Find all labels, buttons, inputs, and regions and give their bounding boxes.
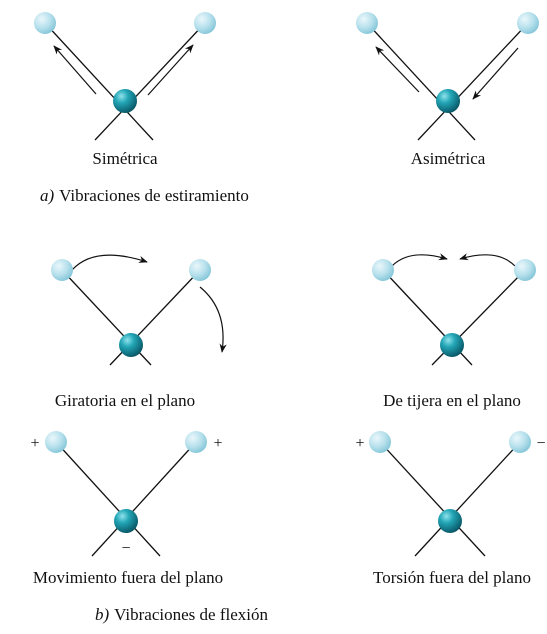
mode-label-twisting: Torsión fuera del plano: [373, 568, 531, 587]
section-b-caption: b)Vibraciones de flexión: [95, 605, 268, 624]
scissor-arrow-left: [391, 253, 448, 267]
outer-atom: [356, 12, 378, 34]
sign-plus-left: +: [355, 435, 364, 452]
sign-plus-right: +: [213, 435, 222, 452]
wagging-figure: + + − Movimiento fuera del plano: [30, 431, 223, 587]
outer-atom: [45, 431, 67, 453]
asymmetric-stretch-figure: Asimétrica: [356, 12, 539, 168]
scissoring-figure: De tijera en el plano: [372, 253, 536, 410]
outer-atom: [509, 431, 531, 453]
outer-atom: [517, 12, 539, 34]
mode-label-symmetric: Simétrica: [92, 149, 158, 168]
sign-plus-left: +: [30, 435, 39, 452]
mode-label-scissoring: De tijera en el plano: [383, 391, 521, 410]
mode-label-asymmetric: Asimétrica: [411, 149, 486, 168]
twisting-figure: + − Torsión fuera del plano: [355, 431, 546, 587]
arrow-out-left: [53, 45, 97, 95]
outer-atom: [51, 259, 73, 281]
scissor-arrow-right: [459, 253, 516, 267]
outer-atom: [194, 12, 216, 34]
outer-atom: [189, 259, 211, 281]
sign-minus-right: −: [536, 435, 545, 452]
mode-label-rocking: Giratoria en el plano: [55, 391, 195, 410]
central-atom: [440, 333, 464, 357]
symmetric-stretch-figure: Simétrica: [34, 12, 216, 168]
rocking-figure: Giratoria en el plano: [51, 254, 227, 410]
rock-arrow-right: [199, 286, 227, 353]
arrow-in-right: [472, 47, 519, 100]
central-atom: [436, 89, 460, 113]
outer-atom: [34, 12, 56, 34]
outer-atom: [514, 259, 536, 281]
arrow-out-right: [147, 44, 194, 96]
rock-arrow-left: [71, 254, 148, 271]
outer-atom: [372, 259, 394, 281]
arrow-out-left: [375, 46, 420, 93]
central-atom: [438, 509, 462, 533]
section-a-caption: a)Vibraciones de estiramiento: [40, 186, 249, 205]
central-atom: [114, 509, 138, 533]
outer-atom: [369, 431, 391, 453]
central-atom: [113, 89, 137, 113]
outer-atom: [185, 431, 207, 453]
central-atom: [119, 333, 143, 357]
mode-label-wagging: Movimiento fuera del plano: [33, 568, 223, 587]
sign-minus-center: −: [121, 540, 130, 557]
